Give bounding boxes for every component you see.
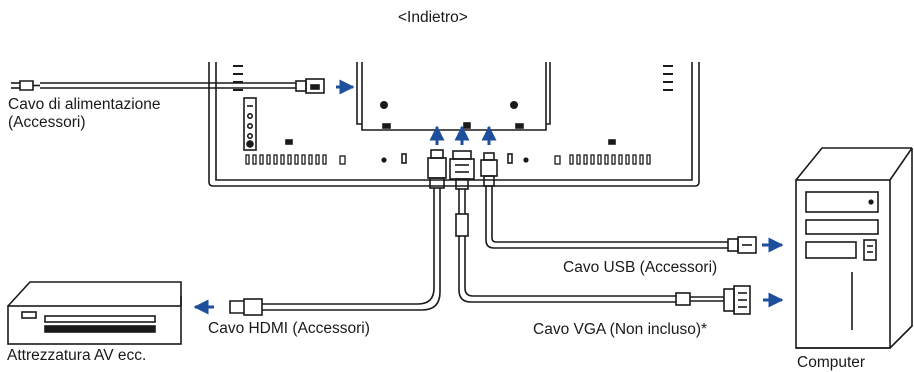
monitor-rear (208, 62, 700, 187)
hdmi-cable-label: Cavo HDMI (Accessori) (208, 320, 370, 337)
power-cable-label: Cavo di alimentazione (8, 96, 161, 113)
hdmi-cable (229, 149, 447, 316)
power-cable (11, 78, 325, 94)
power-cable-note: (Accessori) (8, 114, 86, 131)
computer-label: Computer (797, 354, 866, 371)
computer-icon (795, 147, 913, 349)
usb-cable-label: Cavo USB (Accessori) (563, 259, 718, 276)
page-title: <Indietro> (398, 9, 468, 26)
av-equipment-label: Attrezzatura AV ecc. (7, 347, 147, 364)
vga-cable-label: Cavo VGA (Non incluso)* (533, 321, 708, 338)
av-equipment-icon (7, 281, 182, 345)
vga-cable (449, 150, 751, 315)
usb-cable (480, 152, 757, 254)
